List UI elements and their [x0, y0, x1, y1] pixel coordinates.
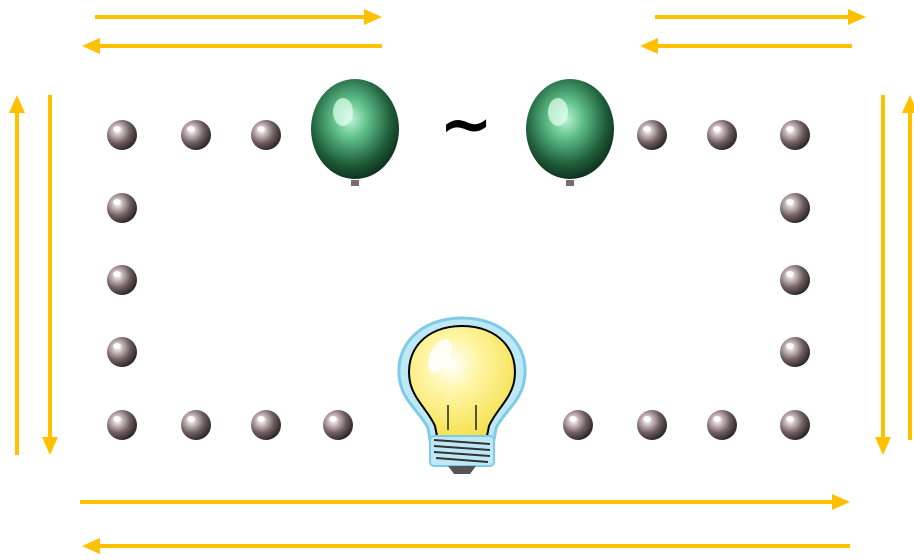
bead [637, 120, 667, 150]
arrow-right-up [902, 95, 914, 440]
arrow-left-up [9, 95, 25, 455]
bead [780, 337, 810, 367]
bead [107, 120, 137, 150]
bead [107, 410, 137, 440]
gem-cell-right [526, 79, 614, 186]
light-bulb-icon [399, 318, 525, 474]
bead [563, 410, 593, 440]
arrow-right-down [875, 95, 891, 455]
bead [637, 410, 667, 440]
bead [780, 120, 810, 150]
arrow-top-right-right [655, 9, 866, 25]
bead [107, 265, 137, 295]
bead [780, 193, 810, 223]
bead [707, 410, 737, 440]
arrow-top-left-right [95, 9, 382, 25]
arrow-left-down [42, 95, 58, 455]
bead [780, 265, 810, 295]
arrow-top-right-left [640, 38, 852, 54]
bead [780, 410, 810, 440]
bead [251, 120, 281, 150]
bead [251, 410, 281, 440]
arrow-bottom-left [82, 538, 850, 554]
bead [107, 193, 137, 223]
connector-tilde: ~ [436, 95, 496, 155]
bead [707, 120, 737, 150]
gem-cell-left [311, 79, 399, 186]
bead [107, 337, 137, 367]
arrow-bottom-right [80, 494, 850, 510]
bead [323, 410, 353, 440]
bead [181, 410, 211, 440]
bead [181, 120, 211, 150]
arrow-top-left-left [82, 38, 382, 54]
